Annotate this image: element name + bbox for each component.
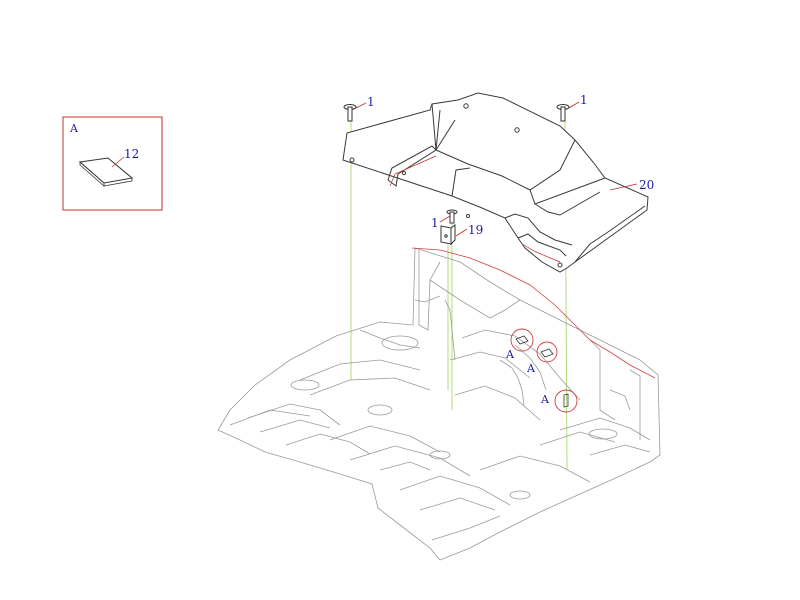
bolt-left [343, 104, 357, 122]
bolt-mid [446, 209, 458, 224]
callout-bolt-mid: 1 [431, 216, 439, 230]
callout-bracket: 19 [468, 223, 483, 237]
bolt-right [556, 104, 570, 122]
detail-ref-a-3: A [540, 393, 550, 406]
pad-part-12 [78, 157, 134, 187]
detail-ref-circles [510, 328, 578, 413]
detail-ref-marks [515, 335, 569, 408]
tunnel-cover-part-20 [342, 92, 649, 273]
callout-12: 12 [124, 147, 139, 161]
callout-bolt-right: 1 [580, 93, 588, 107]
floor-pan [217, 247, 661, 561]
callout-cover: 20 [639, 178, 654, 192]
callout-bolt-left: 1 [367, 95, 375, 109]
detail-ref-a-1: A [505, 348, 515, 361]
detail-box-title: A [69, 122, 79, 135]
floor-red-outline [411, 247, 656, 379]
detail-ref-a-2: A [526, 362, 536, 375]
callout-leaders [355, 101, 638, 237]
detail-box-a: A 12 [62, 116, 163, 211]
leader-12 [111, 156, 125, 168]
bracket-part-19 [440, 224, 456, 246]
